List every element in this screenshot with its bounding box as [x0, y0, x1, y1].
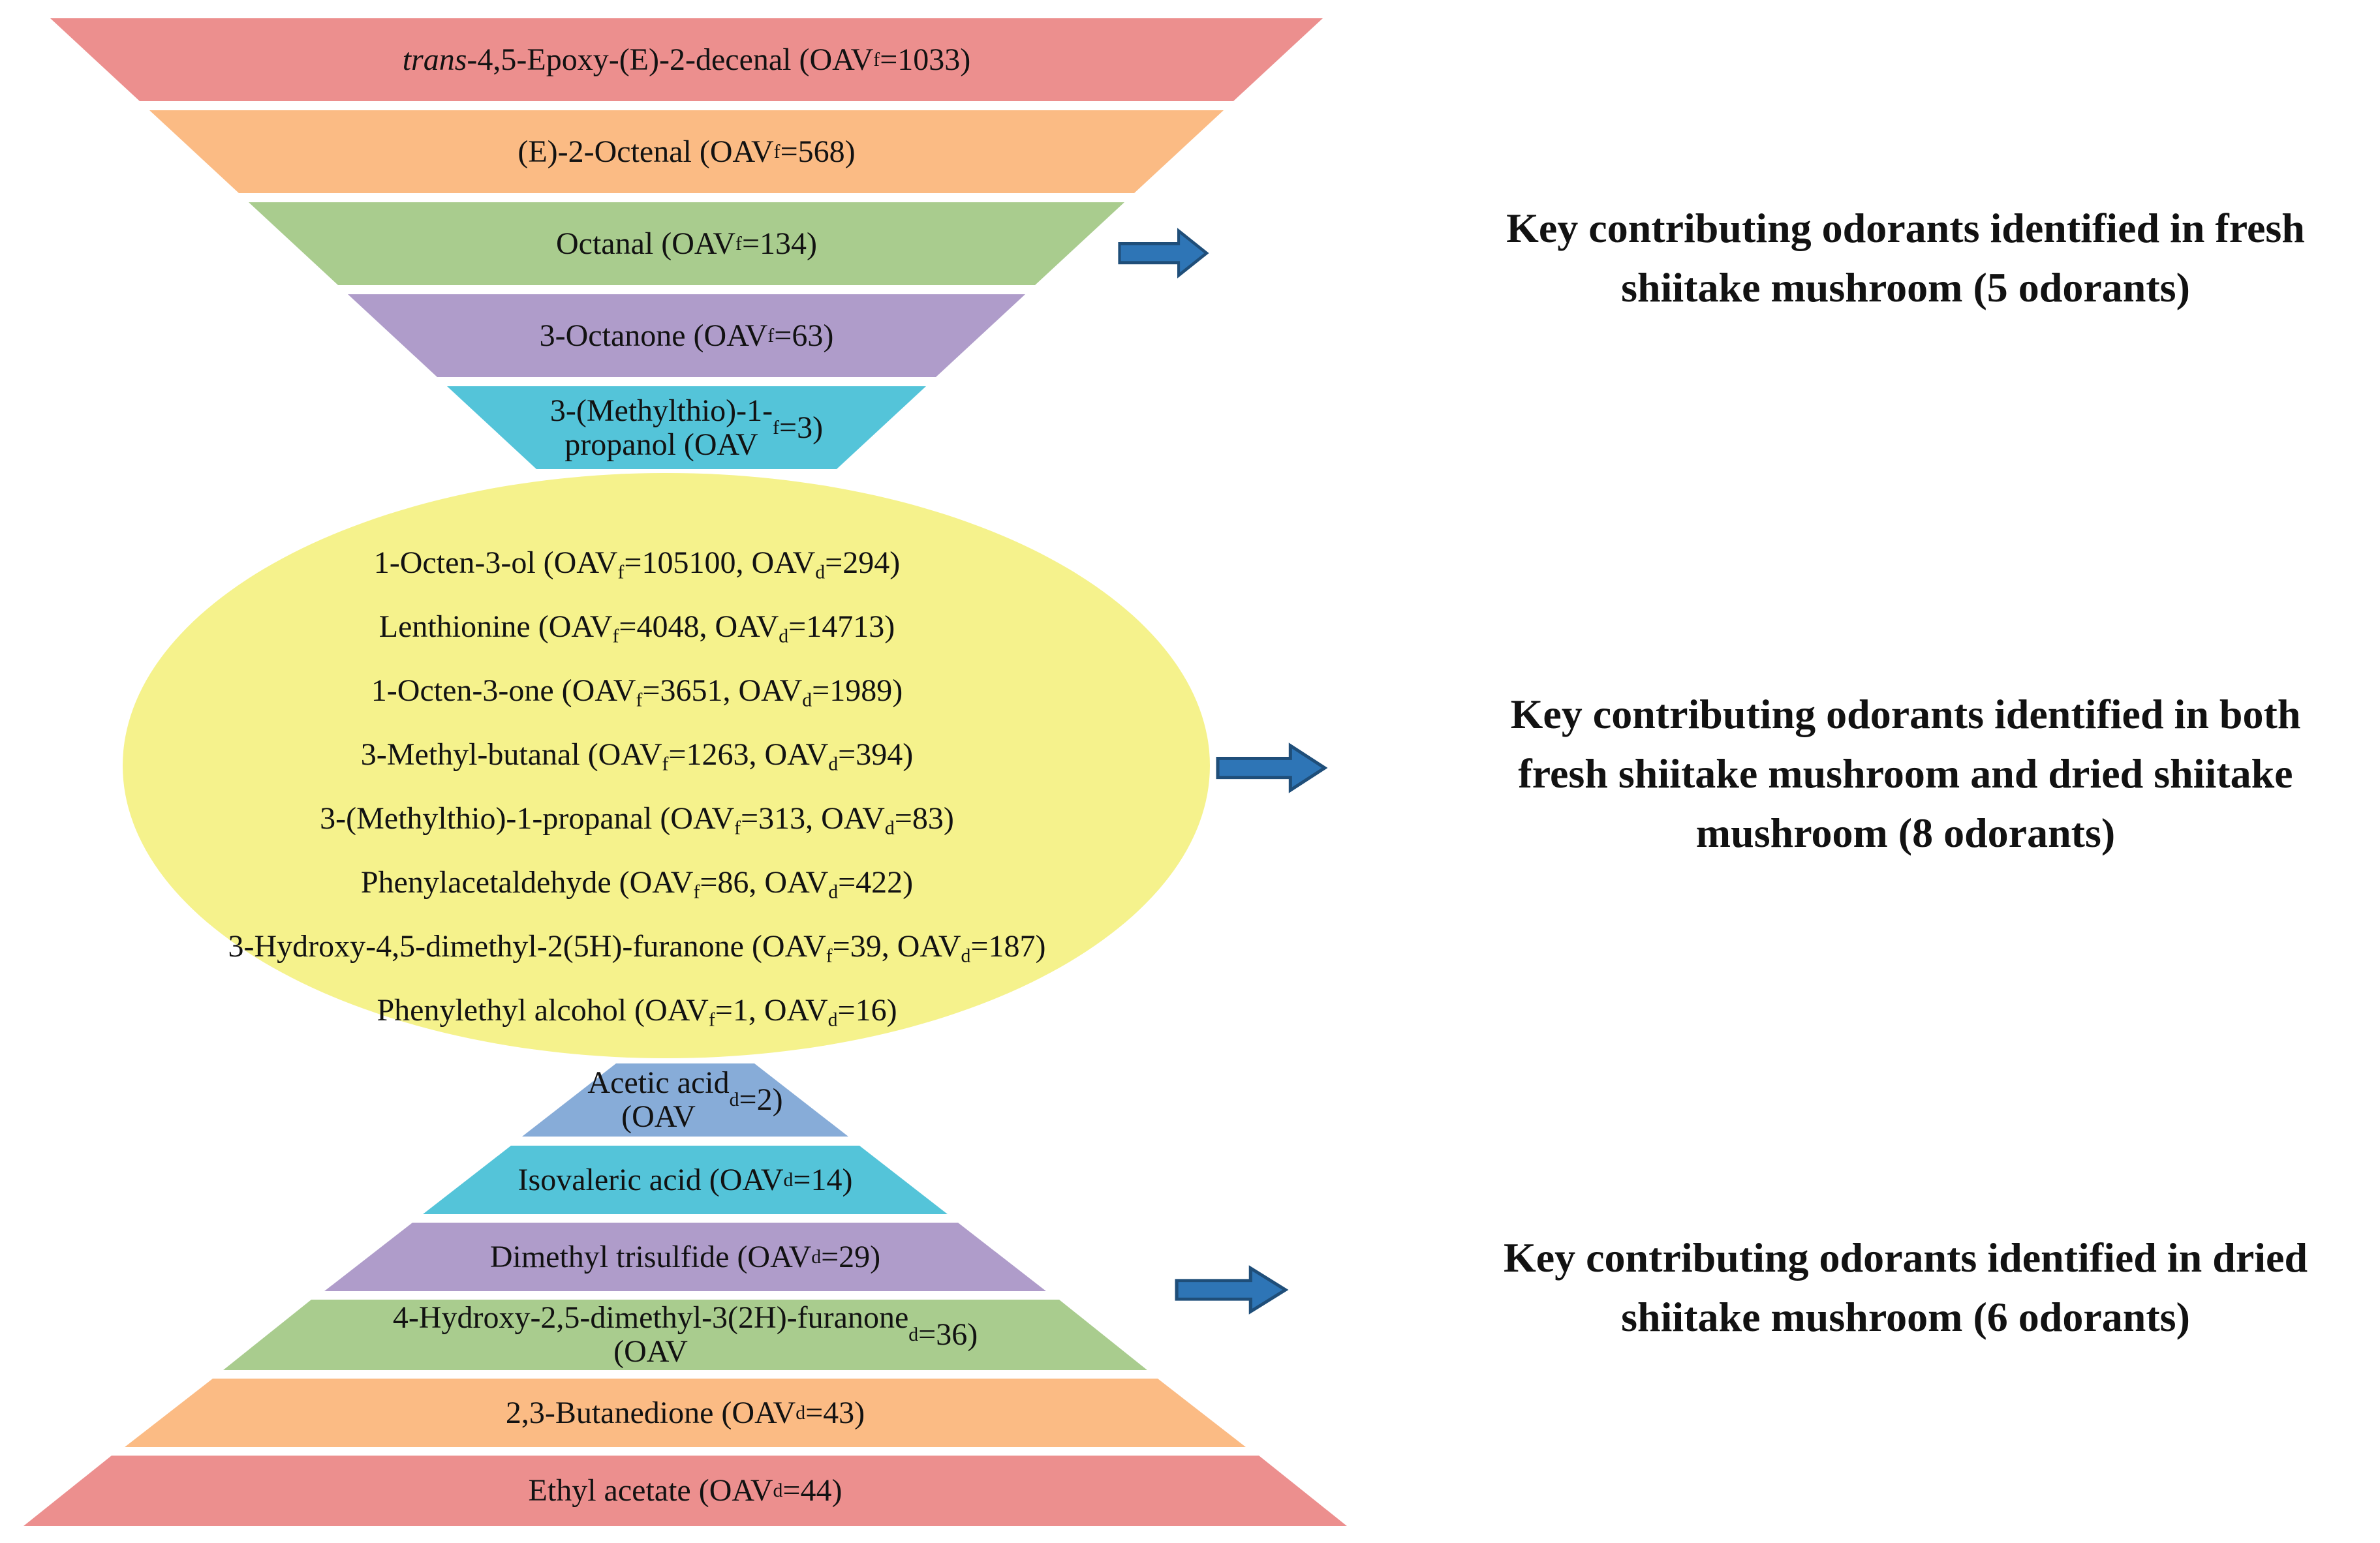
- odorant-line: Phenylethyl alcohol (OAVf=1, OAVd=16): [377, 992, 897, 1030]
- odorant-line: 3-Hydroxy-4,5-dimethyl-2(5H)-furanone (O…: [228, 928, 1046, 966]
- shared-odorants-list: 1-Octen-3-ol (OAVf=105100, OAVd=294) Len…: [123, 473, 1210, 1058]
- annotation-line: Key contributing odorants identified in …: [1510, 691, 2301, 737]
- funnel-band-shape: [149, 110, 1224, 193]
- funnel-band-hydroxy-furanone: 4-Hydroxy-2,5-dimethyl-3(2H)-furanone(OA…: [223, 1300, 1147, 1370]
- right-arrow-icon: [1175, 1265, 1289, 1315]
- funnel-band-shape: [423, 1146, 948, 1214]
- funnel-band-shape: [447, 386, 926, 469]
- annotation-dried-odorants: Key contributing odorants identified in …: [1439, 1228, 2372, 1347]
- funnel-band-shape: [348, 294, 1025, 377]
- funnel-band-shape: [223, 1300, 1147, 1370]
- annotation-line: Key contributing odorants identified in …: [1506, 205, 2305, 251]
- funnel-band-shape: [324, 1223, 1046, 1291]
- funnel-band-shape: [50, 18, 1323, 101]
- annotation-line: Key contributing odorants identified in …: [1503, 1234, 2308, 1281]
- funnel-band-shape: [125, 1379, 1246, 1447]
- annotation-line: mushroom (8 odorants): [1695, 810, 2116, 856]
- right-arrow-icon: [1216, 742, 1328, 793]
- funnel-band-shape: [23, 1456, 1347, 1526]
- odorant-line: Lenthionine (OAVf=4048, OAVd=14713): [379, 609, 895, 647]
- odorant-line: 1-Octen-3-ol (OAVf=105100, OAVd=294): [373, 545, 901, 583]
- right-arrow-icon: [1118, 228, 1209, 279]
- annotation-both-odorants: Key contributing odorants identified in …: [1439, 684, 2372, 863]
- funnel-band-label: 4-Hydroxy-2,5-dimethyl-3(2H)-furanone(OA…: [392, 1300, 978, 1369]
- annotation-fresh-odorants: Key contributing odorants identified in …: [1439, 198, 2372, 317]
- funnel-band-shape: [249, 202, 1124, 285]
- annotation-line: shiitake mushroom (6 odorants): [1621, 1294, 2190, 1340]
- odorant-line: 3-Methyl-butanal (OAVf=1263, OAVd=394): [360, 737, 914, 774]
- odorant-line: Phenylacetaldehyde (OAVf=86, OAVd=422): [360, 864, 914, 902]
- odorant-line: 3-(Methylthio)-1-propanal (OAVf=313, OAV…: [320, 801, 954, 838]
- shared-odorants-ellipse: [123, 473, 1210, 1058]
- annotation-line: shiitake mushroom (5 odorants): [1621, 264, 2190, 311]
- annotation-line: fresh shiitake mushroom and dried shiita…: [1518, 750, 2293, 797]
- odorant-line: 1-Octen-3-one (OAVf=3651, OAVd=1989): [371, 673, 903, 710]
